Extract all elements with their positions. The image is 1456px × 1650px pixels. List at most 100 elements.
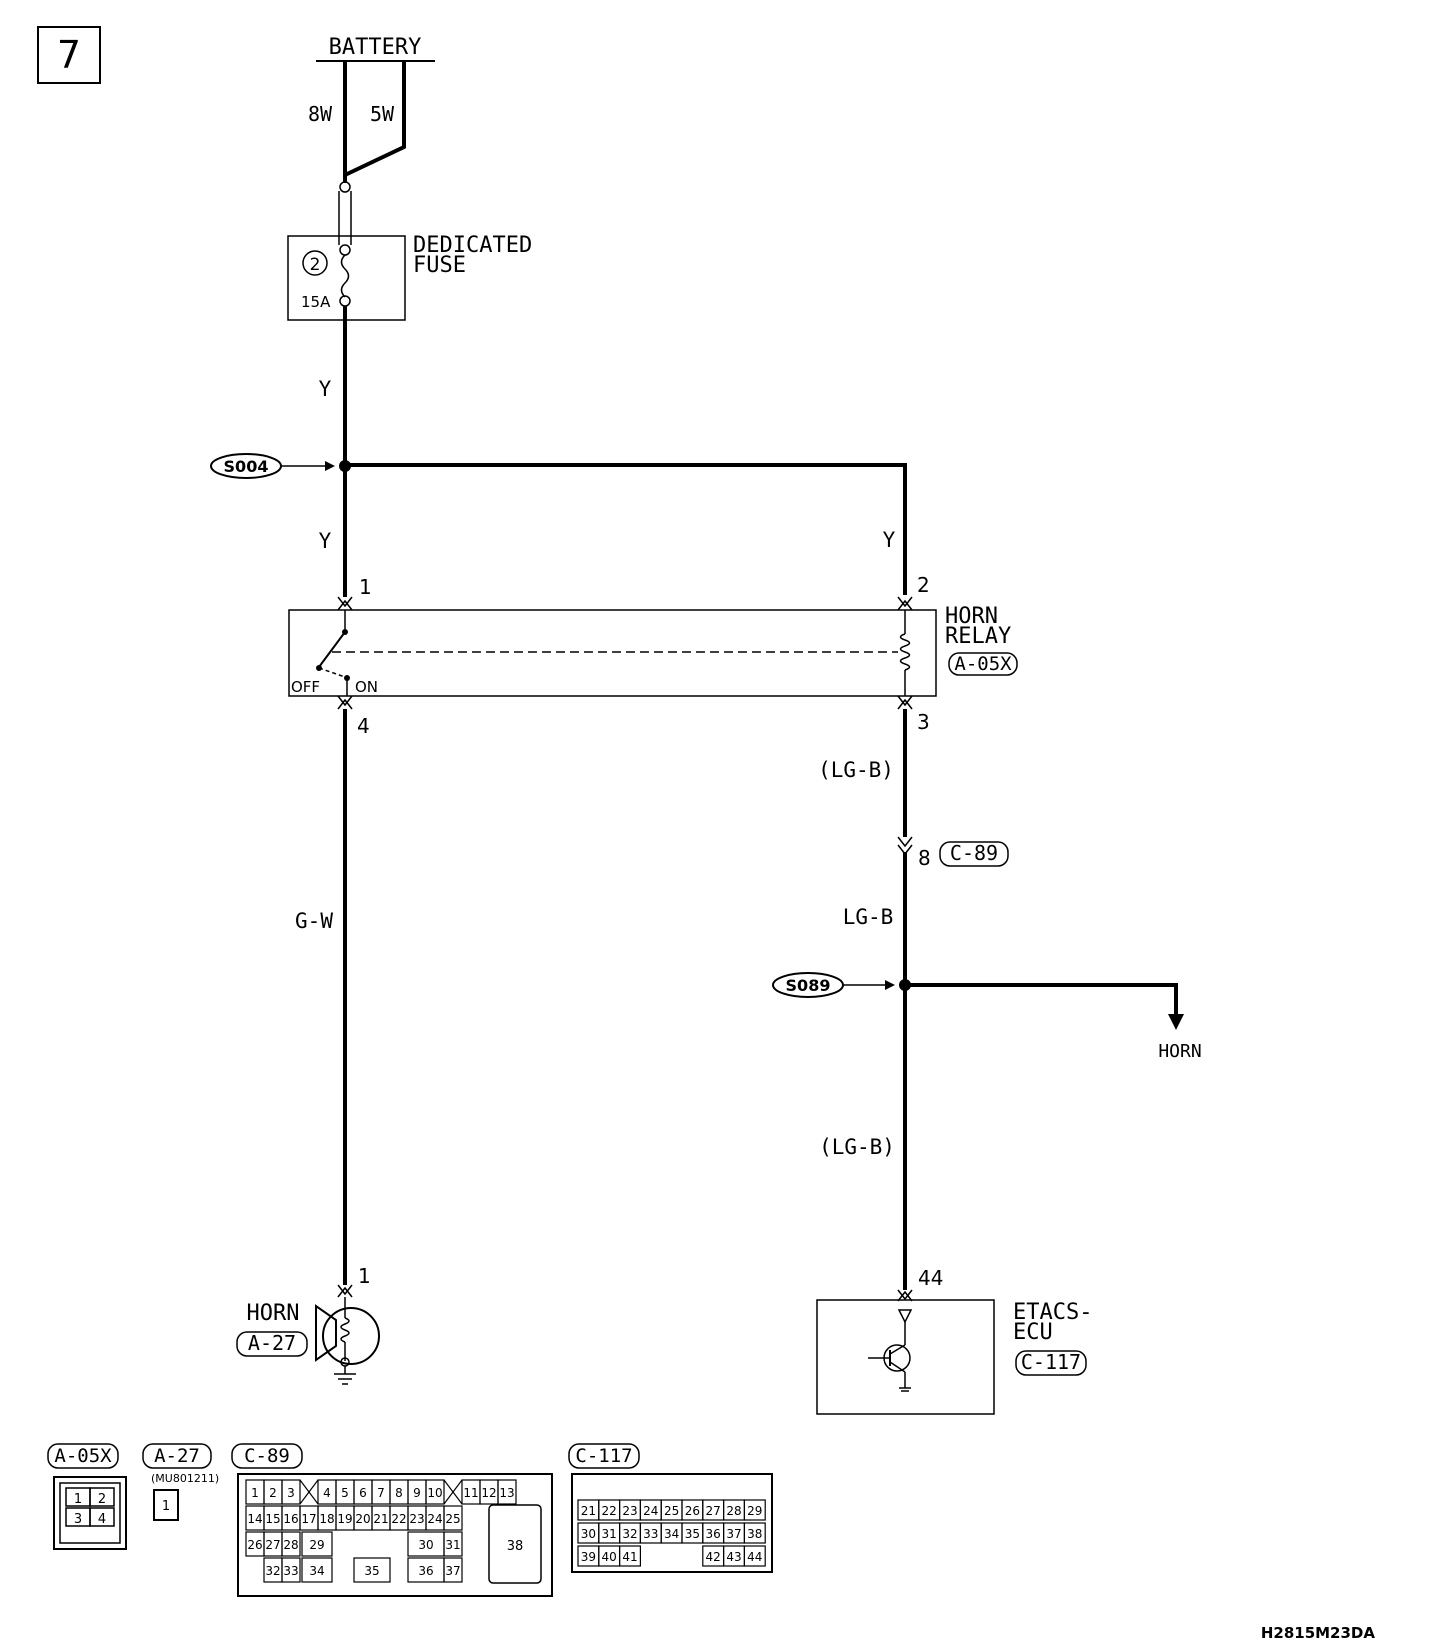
fuse-number: 2 xyxy=(310,255,321,275)
c89-pin-11: 11 xyxy=(463,1486,478,1500)
c117-pin-33: 33 xyxy=(643,1527,658,1541)
c89-pin-24: 24 xyxy=(427,1512,442,1526)
connector-c89-inline: 8 C-89 xyxy=(897,836,1009,870)
c89-pin-7: 7 xyxy=(377,1486,385,1500)
c89-pin-3-cell xyxy=(281,1479,301,1505)
splice-s089-label: S089 xyxy=(786,976,831,995)
c117-pin-44-cell xyxy=(743,1545,766,1567)
ecu-label-line1: ETACS- xyxy=(1013,1300,1092,1325)
horn-connector-id: A-27 xyxy=(248,1331,296,1355)
horn-branch-arrow xyxy=(1168,1014,1184,1030)
c89-pin-33-cell xyxy=(281,1557,301,1583)
a27-part-number: (MU801211) xyxy=(151,1472,219,1485)
c117-pin-29-cell xyxy=(743,1499,766,1521)
horn-branch-label: HORN xyxy=(1158,1041,1201,1062)
dedicated-fuse: 2 15A DEDICATED FUSE xyxy=(287,233,532,321)
wire-lgb-upper-label: (LG-B) xyxy=(818,758,894,782)
c89-pin-32: 32 xyxy=(265,1564,280,1578)
c117-pin-38: 38 xyxy=(747,1527,762,1541)
c89-pin-29: 29 xyxy=(309,1538,324,1552)
c89-pin-25-cell xyxy=(443,1505,463,1531)
c89-pin-35: 35 xyxy=(364,1564,379,1578)
a05x-pin-4: 4 xyxy=(98,1512,106,1527)
fuse-label-line2: FUSE xyxy=(413,253,466,278)
c117-pin-21: 21 xyxy=(581,1504,596,1518)
wire-lgb-mid-label: LG-B xyxy=(843,905,894,929)
connector-c89-id: C-89 xyxy=(950,841,998,865)
relay-pin-3: 3 xyxy=(917,710,930,734)
relay-label-line2: RELAY xyxy=(945,624,1011,649)
c89-pin-33: 33 xyxy=(283,1564,298,1578)
wire-y-to-coil xyxy=(345,463,907,595)
c117-pin-22: 22 xyxy=(602,1504,617,1518)
connector-view-a27: A-27 (MU801211) 1 xyxy=(142,1443,219,1521)
c89-pin-3: 3 xyxy=(287,1486,295,1500)
a05x-pin-1: 1 xyxy=(74,1492,82,1507)
c117-pin-38-cell xyxy=(743,1522,766,1544)
page-number-box: 7 xyxy=(37,26,101,84)
c117-pin-37: 37 xyxy=(726,1527,741,1541)
a27-pin-1: 1 xyxy=(162,1499,170,1514)
horn-label: HORN xyxy=(247,1301,300,1326)
a27-view-id: A-27 xyxy=(154,1445,200,1467)
c89-pin-6: 6 xyxy=(359,1486,367,1500)
fuse-label-line1: DEDICATED xyxy=(413,233,532,258)
c89-pin-4: 4 xyxy=(323,1486,331,1500)
a05x-view-id: A-05X xyxy=(54,1445,112,1467)
c117-pin-27: 27 xyxy=(706,1504,721,1518)
c89-pin-21: 21 xyxy=(373,1512,388,1526)
c89-pin-37-cell xyxy=(443,1557,463,1583)
horn-pin: 1 xyxy=(358,1264,371,1288)
c89-pin-1: 1 xyxy=(251,1486,259,1500)
relay-on-label: ON xyxy=(355,678,378,696)
battery-label: BATTERY xyxy=(329,35,422,60)
c89-pin-13: 13 xyxy=(499,1486,514,1500)
c117-pin-30: 30 xyxy=(581,1527,596,1541)
ecu-pin-44: 44 xyxy=(918,1266,943,1290)
connector-view-a05x: A-05X 1 2 3 4 xyxy=(47,1443,127,1550)
c89-pin-35-cell xyxy=(353,1557,391,1583)
c89-pin-5: 5 xyxy=(341,1486,349,1500)
c89-pin-16: 16 xyxy=(283,1512,298,1526)
c89-pin-25: 25 xyxy=(445,1512,460,1526)
relay-pin-4: 4 xyxy=(357,714,370,738)
a05x-pin-2: 2 xyxy=(98,1492,106,1507)
wire-lgb-lower-label: (LG-B) xyxy=(819,1135,895,1159)
c117-pin-36: 36 xyxy=(706,1527,721,1541)
wire-horn-branch xyxy=(905,983,1178,1017)
c89-pin-19: 19 xyxy=(337,1512,352,1526)
c89-pin-31-cell xyxy=(443,1531,463,1557)
c89-pin-2: 2 xyxy=(269,1486,277,1500)
c117-pin-42: 42 xyxy=(706,1550,721,1564)
c89-pin-27: 27 xyxy=(265,1538,280,1552)
c117-pin-26: 26 xyxy=(685,1504,700,1518)
c89-pin-18: 18 xyxy=(319,1512,334,1526)
c117-pin-41-cell xyxy=(618,1545,641,1567)
c89-pin-17: 17 xyxy=(301,1512,316,1526)
c89-pin-12: 12 xyxy=(481,1486,496,1500)
c89-pin-31: 31 xyxy=(445,1538,460,1552)
relay-connector-id: A-05X xyxy=(954,653,1012,675)
wire-y-top-label: Y xyxy=(319,377,332,401)
c89-pin-22: 22 xyxy=(391,1512,406,1526)
c89-pin-29-cell xyxy=(301,1531,333,1557)
c117-pin-23: 23 xyxy=(622,1504,637,1518)
etacs-ecu: 44 ETACS- ECU C-117 xyxy=(816,1266,1092,1415)
c89-pin-15: 15 xyxy=(265,1512,280,1526)
fusible-link xyxy=(338,175,352,256)
ecu-label-line2: ECU xyxy=(1013,1320,1053,1345)
c89-pin-28-cell xyxy=(281,1531,301,1557)
c117-pin-29: 29 xyxy=(747,1504,762,1518)
c89-pin-20: 20 xyxy=(355,1512,370,1526)
c89-pin-14: 14 xyxy=(247,1512,262,1526)
c89-pin-13-cell xyxy=(497,1479,517,1505)
wire-y-right-label: Y xyxy=(883,528,896,552)
c89-pin-34: 34 xyxy=(309,1564,324,1578)
c89-pin-36: 36 xyxy=(418,1564,433,1578)
c117-pin-32: 32 xyxy=(622,1527,637,1541)
c117-pin-31: 31 xyxy=(602,1527,617,1541)
wire-5w-label: 5W xyxy=(370,102,395,126)
connector-c89-pin: 8 xyxy=(918,846,931,870)
c117-pin-40: 40 xyxy=(602,1550,617,1564)
